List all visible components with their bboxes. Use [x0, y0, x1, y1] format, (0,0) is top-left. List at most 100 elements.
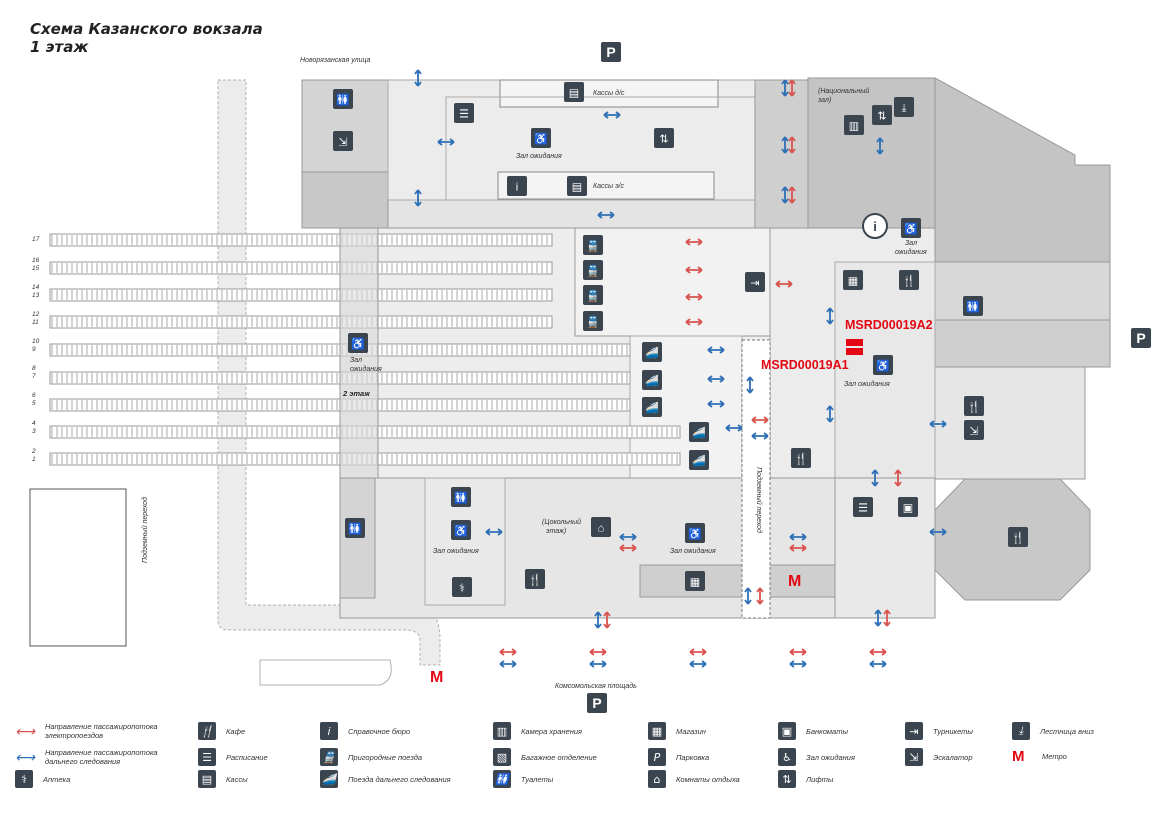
- escalator-icon: ⇲: [905, 748, 923, 766]
- waiting-room-icon: ♿: [531, 128, 551, 148]
- arrow-blue-icon: [929, 528, 947, 536]
- arrow-blue-icon: [603, 111, 621, 119]
- legend-label: Аптека: [43, 774, 71, 784]
- svg-text:▥: ▥: [849, 121, 859, 133]
- cafe-icon: 🍴: [525, 569, 545, 589]
- svg-text:🚆: 🚆: [586, 240, 600, 253]
- left-tunnel-label: Подземный переход: [141, 497, 149, 563]
- basement-label-b: этаж): [546, 528, 566, 535]
- basement-label-a: (Цокольный: [542, 518, 581, 526]
- legend-label: Поезда дальнего следования: [348, 774, 451, 784]
- track-number: 11: [32, 319, 39, 326]
- arrow-red-icon: [499, 648, 517, 656]
- svg-text:🍴: 🍴: [967, 401, 981, 414]
- mid-tunnel-label: Подземный переход: [755, 467, 763, 533]
- arrow-blue-icon: [826, 405, 834, 423]
- arrow-red-icon: [685, 293, 703, 301]
- svg-text:🚄: 🚄: [692, 427, 706, 440]
- legend-label: Метро: [1042, 752, 1067, 761]
- legend-label: Туалеты: [521, 774, 554, 784]
- svg-text:☰: ☰: [459, 109, 469, 121]
- shop-icon: ▦: [843, 270, 863, 290]
- marker-a1-label: MSRD00019A1: [761, 358, 849, 372]
- legend-label: Магазин: [676, 726, 706, 736]
- svg-text:🚄: 🚄: [645, 375, 659, 388]
- left-building-outline: [29, 488, 127, 647]
- legend-label: Направление пассажиропотока электропоезд…: [45, 722, 158, 740]
- kassy-de-label: Кассы д/с: [593, 89, 625, 97]
- suburban-train-icon: 🚆: [583, 260, 603, 280]
- legend-label: Кассы: [226, 774, 248, 784]
- svg-text:🚆: 🚆: [586, 290, 600, 303]
- atm-icon: ▣: [778, 722, 796, 740]
- svg-text:♿: ♿: [904, 223, 918, 236]
- long-distance-train-icon: 🚄: [642, 342, 662, 362]
- legend-item: ⇲Эскалатор: [905, 748, 973, 766]
- second-floor-label: 2 этаж: [342, 389, 370, 398]
- bottom-waiting-label-2: Зал ожидания: [670, 547, 716, 555]
- svg-text:🍴: 🍴: [794, 453, 808, 466]
- svg-text:🚻: 🚻: [348, 523, 362, 536]
- arrow-red-icon: [751, 416, 769, 424]
- main-waiting-label: Зал ожидания: [844, 380, 890, 388]
- waiting-room-icon: ♿: [348, 333, 368, 353]
- track-number: 5: [32, 400, 36, 407]
- legend-item: ⌂Комнаты отдыха: [648, 770, 740, 788]
- arrow-blue-icon: [871, 469, 879, 487]
- legend-label: Лестница вниз: [1040, 726, 1094, 736]
- svg-text:▣: ▣: [903, 503, 913, 515]
- track-number: 10: [32, 338, 40, 345]
- svg-text:🍴: 🍴: [902, 275, 916, 288]
- waiting-room-icon: ♿: [873, 355, 893, 375]
- svg-text:▤: ▤: [569, 88, 579, 100]
- legend-item: ☰Расписание: [198, 748, 268, 766]
- arrow-blue-icon: [725, 424, 743, 432]
- svg-text:🚻: 🚻: [336, 94, 350, 107]
- arrow-blue-icon: [876, 137, 884, 155]
- arrow-red-icon: [689, 648, 707, 656]
- escalator-icon: ⇲: [333, 131, 353, 151]
- kassy-ee-label: Кассы э/с: [593, 183, 625, 190]
- suburban-train-icon: 🚆: [583, 285, 603, 305]
- rest-room-icon: ⌂: [648, 770, 666, 788]
- suburban-train-icon: 🚆: [320, 748, 338, 766]
- legend-item: ⇅Лифты: [778, 770, 833, 788]
- waiting-right-label-b: ожидания: [895, 248, 927, 256]
- arrow-blue-icon: [594, 611, 602, 629]
- escalator-icon: ⇲: [964, 420, 984, 440]
- arrow-red-icon: [789, 544, 807, 552]
- luggage-storage-icon: ▥: [844, 115, 864, 135]
- legend-label: Направление пассажиропотока дальнего сле…: [45, 748, 158, 766]
- track-number: 9: [32, 346, 36, 353]
- arrow-blue-icon: [869, 660, 887, 668]
- arrow-red-icon: [685, 266, 703, 274]
- legend-item: ▧Багажное отделение: [493, 748, 597, 766]
- schedule-icon: ☰: [853, 497, 873, 517]
- waiting-hall-label-1: Зал ожидания: [516, 152, 562, 160]
- waiting-hall-2floor-label-b: ожидания: [350, 365, 382, 373]
- marker-a1-dot: [846, 348, 863, 355]
- tracks: [49, 227, 681, 479]
- legend-label: Турникеты: [933, 726, 973, 736]
- arrow-blue-icon: [744, 587, 752, 605]
- svg-text:♿: ♿: [534, 133, 548, 146]
- legend-item: 🍴Кафе: [198, 722, 245, 740]
- legend-label: Зал ожидания: [806, 752, 855, 762]
- arrow-blue-icon: [485, 528, 503, 536]
- legend-label: Справочное бюро: [348, 726, 411, 736]
- arrow-blue-icon: [597, 211, 615, 219]
- svg-text:⇅: ⇅: [877, 111, 886, 123]
- arrow-blue-icon: [789, 660, 807, 668]
- legend-label: Камера хранения: [521, 726, 583, 736]
- arrow-blue-icon: ⟷: [15, 748, 36, 765]
- arrow-blue-icon: [929, 420, 947, 428]
- ticket-office-icon: ▤: [564, 82, 584, 102]
- map-title-name: Схема Казанского вокзала: [30, 20, 263, 38]
- track-number: 7: [32, 373, 36, 380]
- parking-top-icon: P: [601, 42, 621, 62]
- long-distance-train-icon: 🚄: [642, 370, 662, 390]
- info-icon: i: [507, 176, 527, 196]
